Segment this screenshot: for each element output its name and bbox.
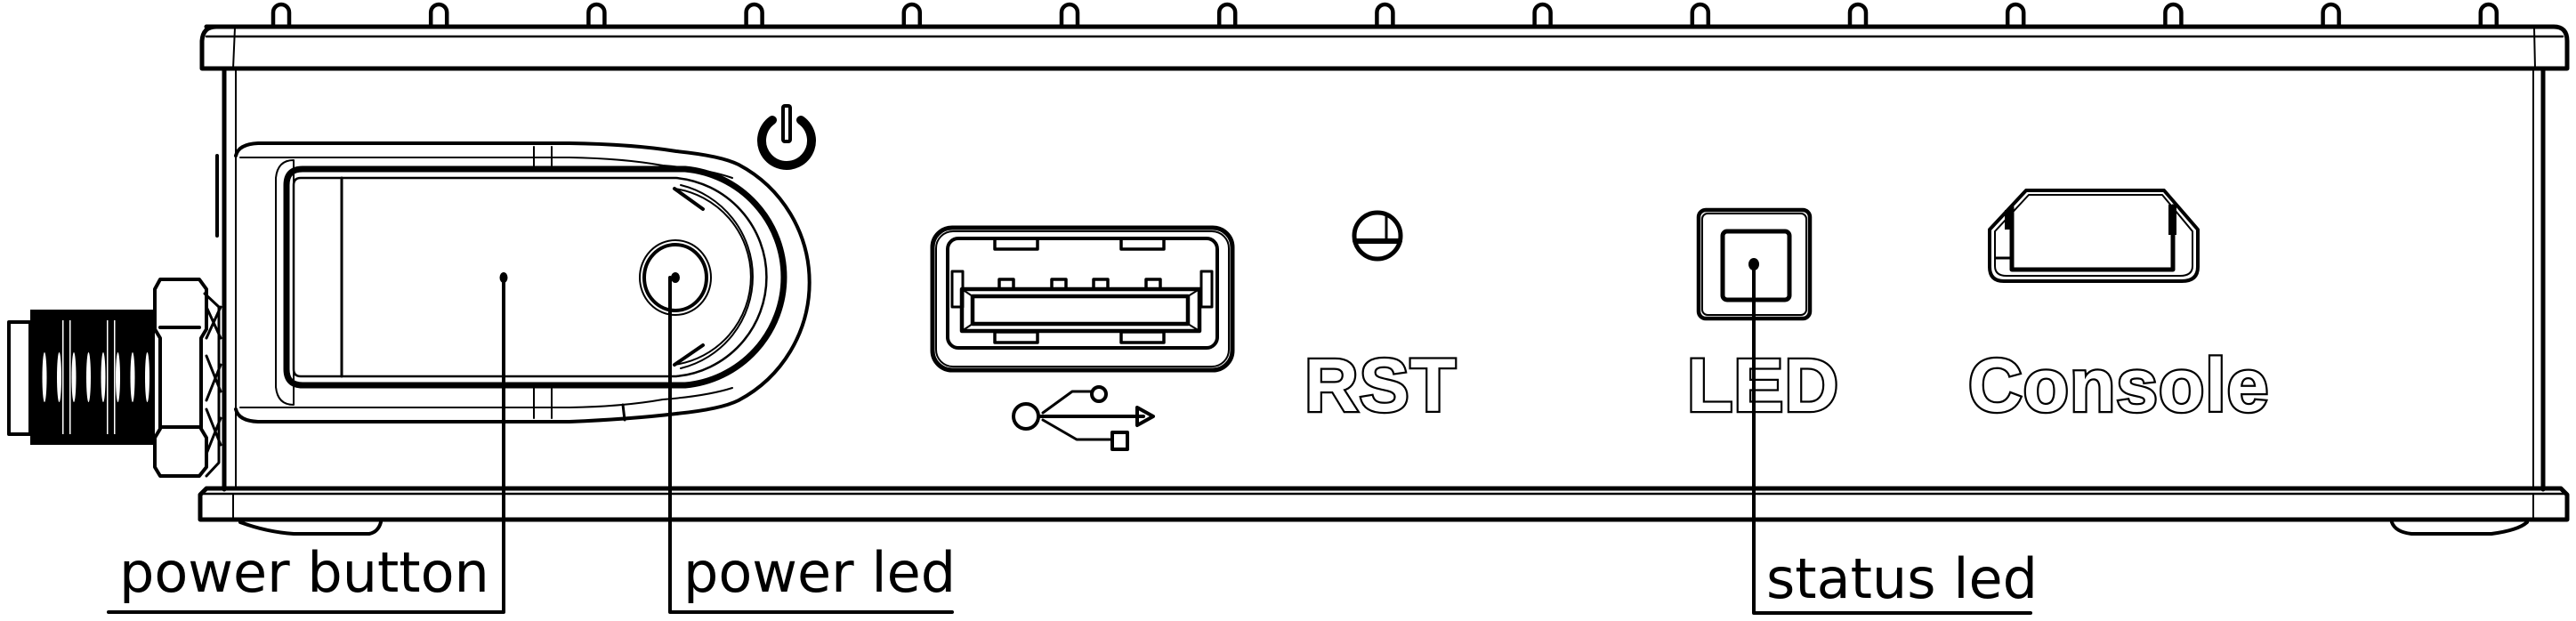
power-icon: [757, 104, 816, 170]
power-led: [639, 239, 712, 316]
lid-bump: [1532, 2, 1553, 28]
lid-bump: [586, 2, 607, 28]
bottom-base: [198, 486, 2570, 536]
lid-bump: [901, 2, 923, 28]
top-lid: [199, 24, 2570, 71]
led-label: LED: [1687, 343, 1839, 427]
lid-bump: [1847, 2, 1869, 28]
console-port[interactable]: [1988, 189, 2200, 283]
usb-port[interactable]: [930, 225, 1235, 373]
callout-status-led: status led: [1766, 546, 2038, 611]
reset-hole-icon[interactable]: [1352, 210, 1403, 262]
lid-bumps: [271, 2, 2499, 28]
reset-label: RST: [1304, 343, 1457, 427]
lid-bump: [2005, 2, 2026, 28]
callout-leaders: [107, 262, 2032, 615]
lid-bump: [1059, 2, 1080, 28]
callout-power-led: power led: [683, 540, 956, 605]
lid-bump: [2321, 2, 2341, 28]
lid-bump: [2478, 2, 2499, 28]
lid-bump: [271, 2, 292, 28]
lid-bump: [1690, 2, 1711, 28]
lid-bump: [2163, 2, 2184, 28]
lid-bump: [428, 2, 449, 28]
lid-bump: [1216, 2, 1238, 28]
sma-connector: [7, 278, 222, 478]
lid-bump: [744, 2, 764, 28]
lid-bump: [1375, 2, 1395, 28]
device-body: [215, 66, 2546, 492]
usb-icon: [1012, 385, 1155, 451]
console-label: Console: [1968, 343, 2269, 427]
power-button[interactable]: [234, 141, 812, 423]
callout-power-button: power button: [119, 540, 489, 605]
